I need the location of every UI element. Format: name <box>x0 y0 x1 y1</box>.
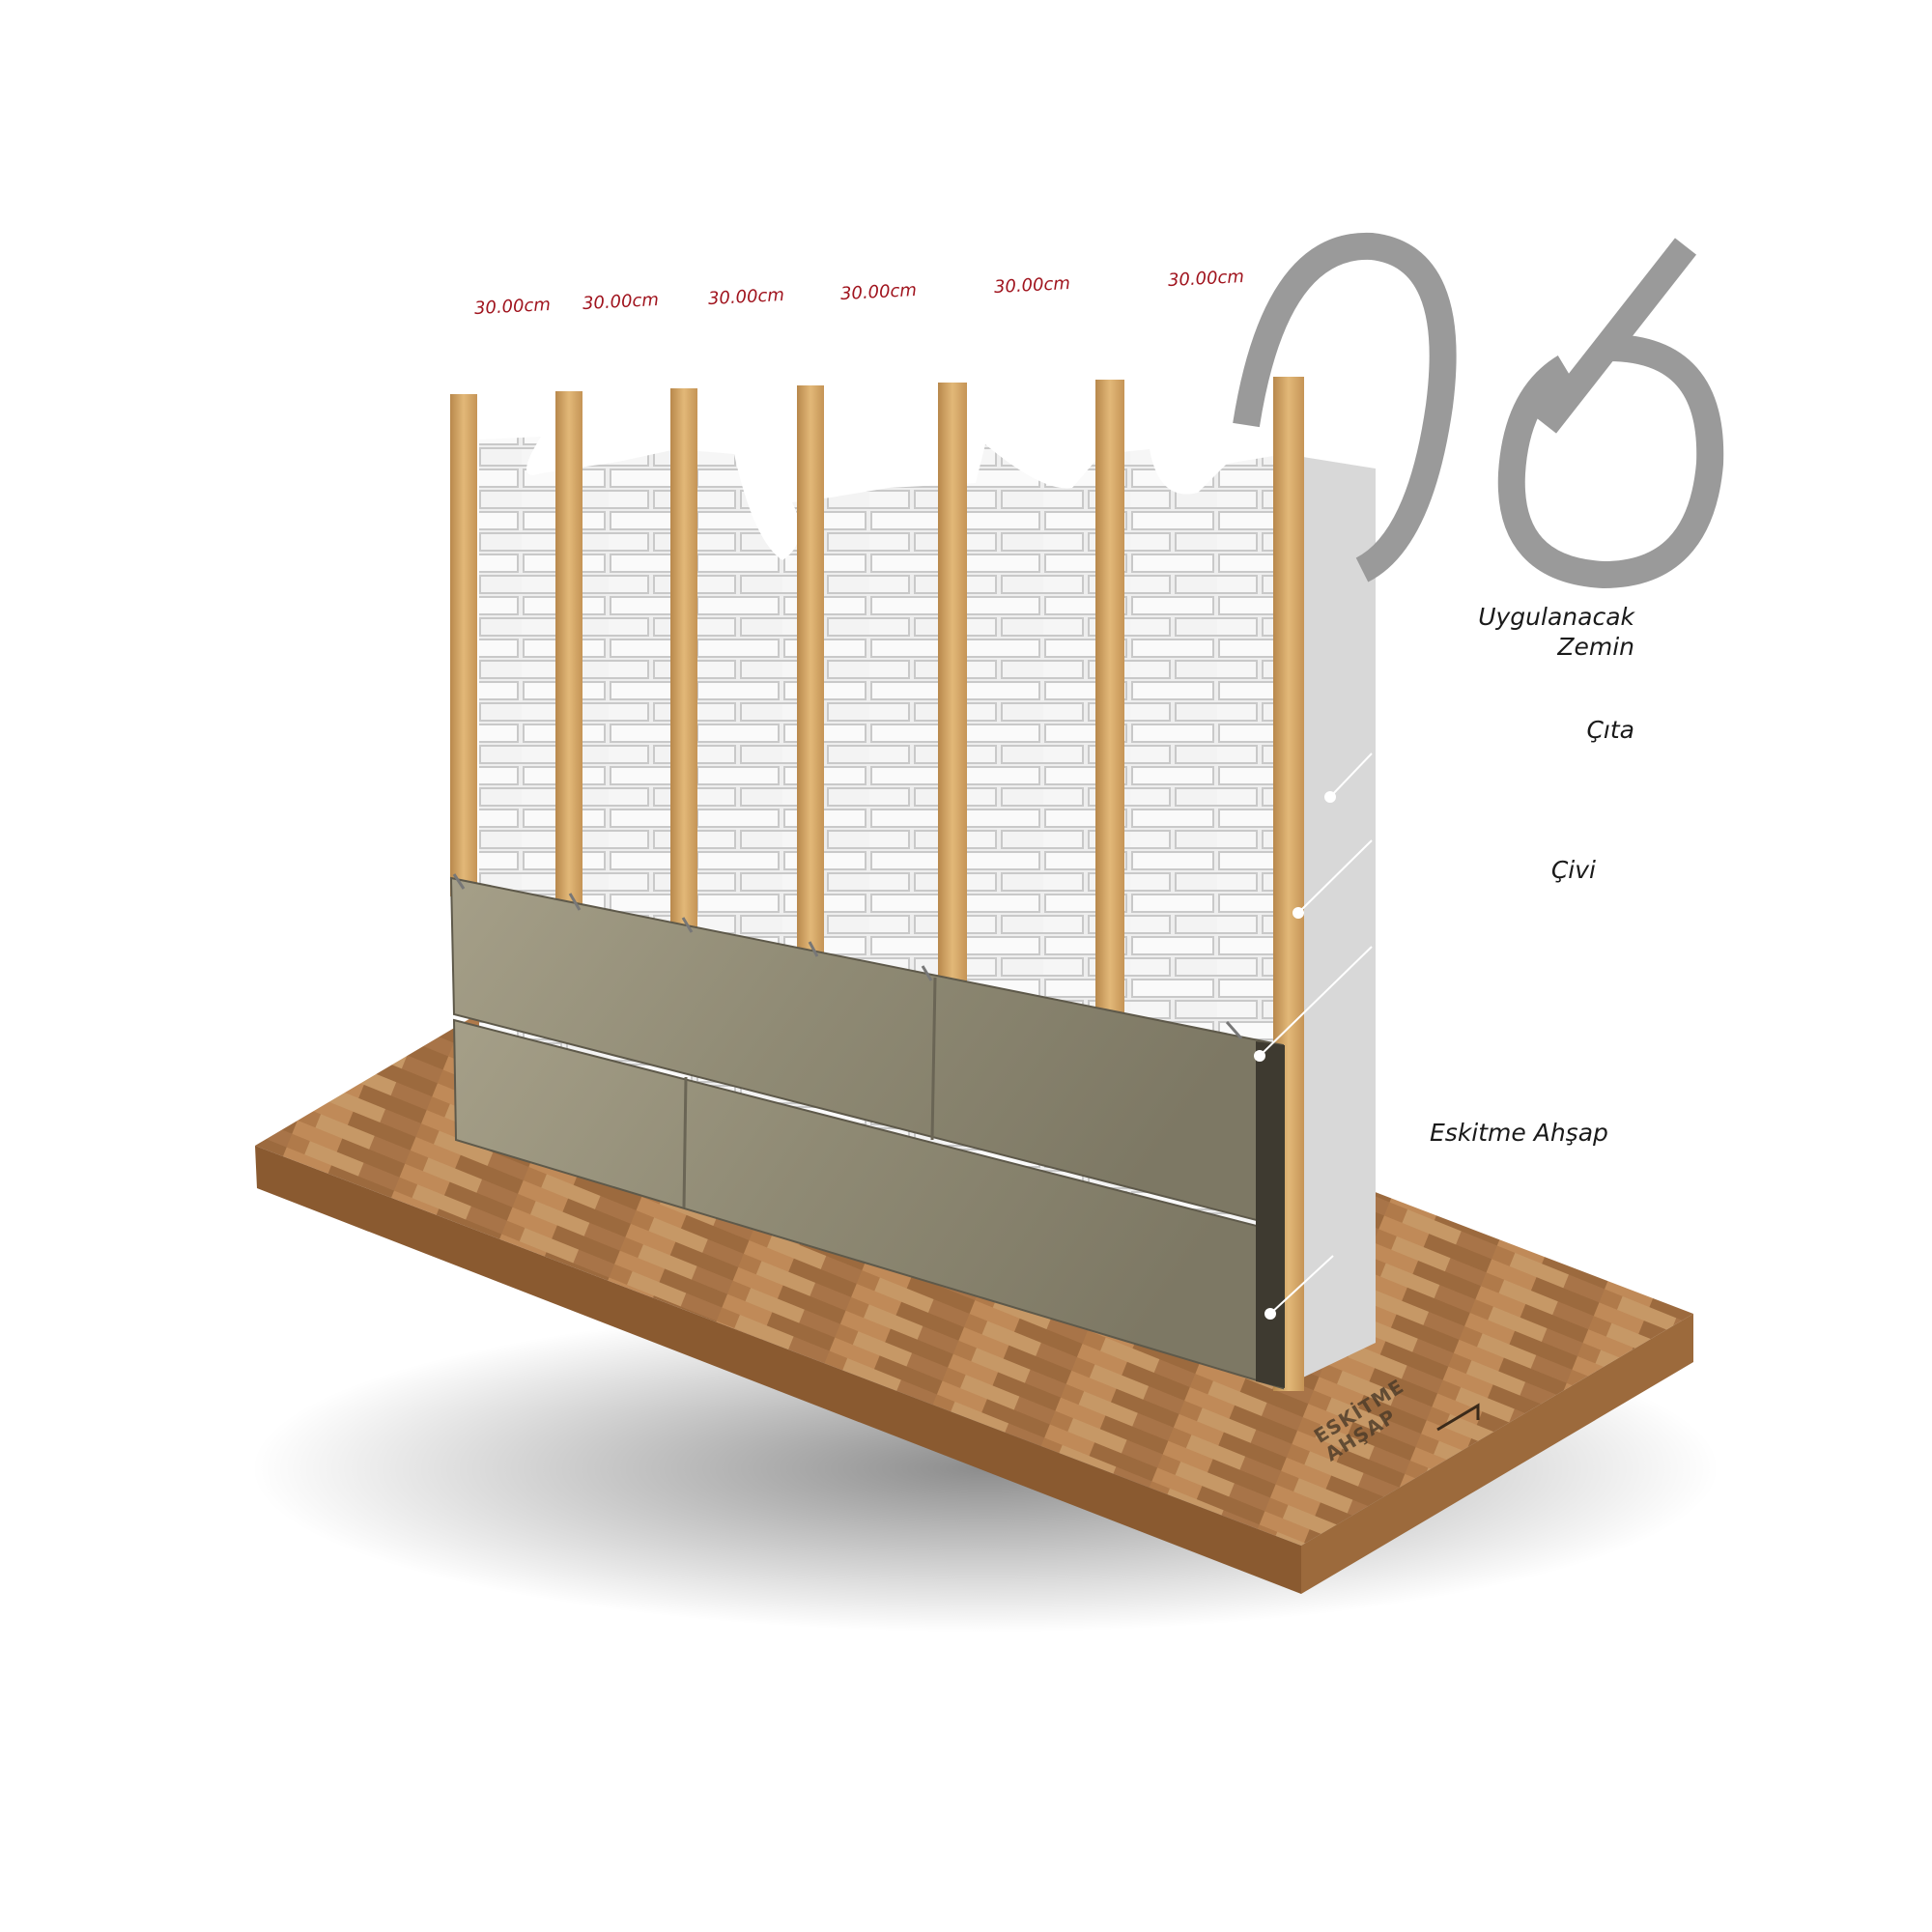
batten <box>938 383 967 983</box>
dimension-label: 30.00cm <box>582 289 660 315</box>
leader-lines <box>1254 753 1373 1320</box>
battens <box>450 377 1304 1391</box>
label-surface-line1: Uygulanacak <box>1478 603 1634 631</box>
label-surface: Uygulanacak Zemin <box>1478 602 1634 662</box>
dimension-label: 30.00cm <box>707 284 785 310</box>
label-batten: Çıta <box>1586 716 1634 744</box>
nails <box>452 873 1243 1039</box>
batten <box>797 385 824 957</box>
label-surface-line2: Zemin <box>1557 633 1634 661</box>
dimension-label: 30.00cm <box>993 272 1071 298</box>
aged-wood-boards <box>449 873 1285 1390</box>
batten <box>1095 380 1124 1017</box>
batten <box>670 388 697 934</box>
dimension-label: 30.00cm <box>1167 266 1245 292</box>
dimension-label: 30.00cm <box>473 294 552 320</box>
dimension-label: 30.00cm <box>839 279 918 305</box>
batten <box>450 394 477 896</box>
label-aged-wood: Eskitme Ahşap <box>1430 1119 1608 1147</box>
step-number-graphic <box>1233 232 1724 589</box>
label-nail: Çivi <box>1550 856 1596 884</box>
batten <box>555 391 582 913</box>
